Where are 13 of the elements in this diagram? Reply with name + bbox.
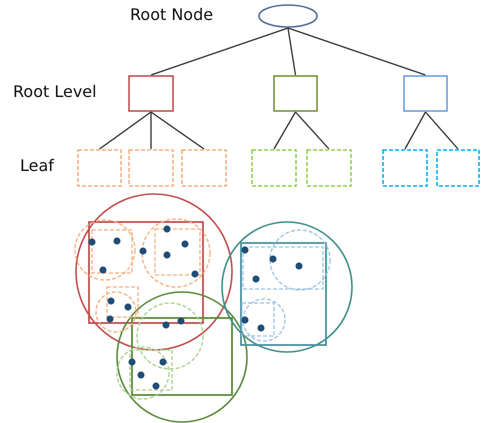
connector-line	[150, 112, 152, 149]
connector-line	[273, 112, 296, 150]
connector-line	[150, 27, 288, 76]
level-label: Root Level	[13, 82, 97, 101]
connector-line	[99, 111, 152, 150]
connector-line	[288, 27, 426, 76]
connector-line	[425, 112, 458, 150]
level-label: Leaf	[20, 156, 54, 175]
level-label: Root Node	[130, 5, 214, 24]
connector-line	[404, 112, 426, 150]
connector-line	[295, 112, 330, 150]
connector-line	[150, 111, 204, 150]
connector-line	[287, 28, 296, 76]
